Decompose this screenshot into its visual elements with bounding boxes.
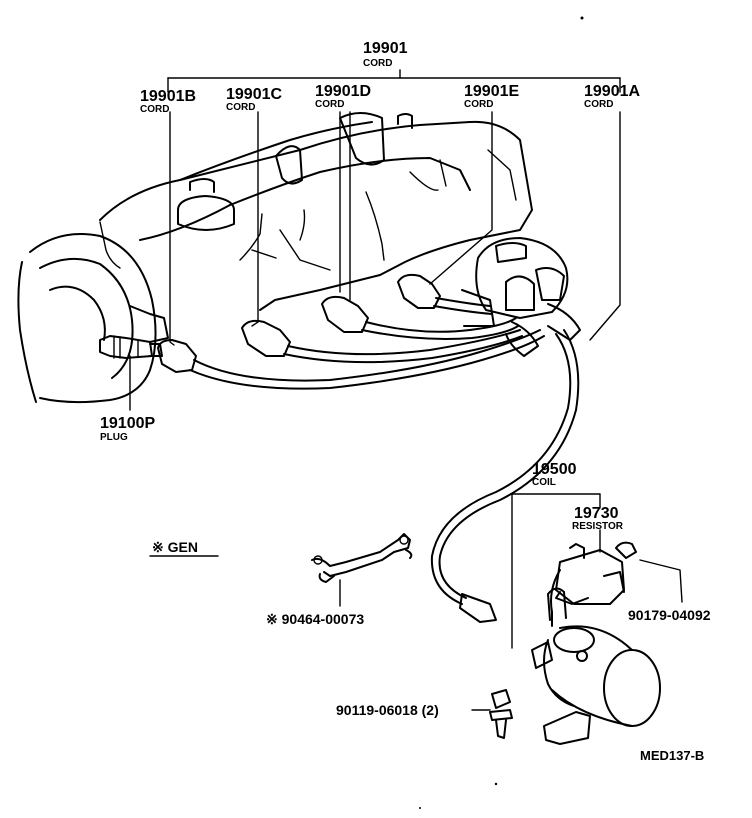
legend-gen: ※ GEN [152, 539, 198, 555]
label-19901b-number: 19901B [140, 88, 196, 105]
cord-clamp-90464 [311, 533, 413, 583]
label-19901a-name: CORD [584, 99, 613, 110]
ignition-cords [189, 297, 580, 623]
label-19901e-number: 19901E [464, 83, 519, 100]
ignition-coil-19500 [531, 587, 661, 745]
fan-shroud-illustration [17, 233, 169, 404]
label-19100p-number: 19100P [100, 415, 155, 432]
label-19901-number: 19901 [363, 40, 408, 57]
label-90179-04092: 90179-04092 [628, 607, 711, 623]
label-19901d-name: CORD [315, 99, 344, 110]
label-19500-number: 19500 [532, 461, 577, 478]
diagram-reference: MED137-B [640, 748, 704, 763]
label-90119-06018: 90119-06018 (2) [336, 702, 439, 718]
bolt-90119-06018 [489, 689, 513, 739]
label-90464-00073: ※ 90464-00073 [266, 611, 364, 627]
label-19100p-name: PLUG [100, 432, 128, 443]
resistor-19730 [550, 541, 637, 627]
label-19901-name: CORD [363, 58, 392, 69]
label-19500-name: COIL [532, 477, 556, 488]
label-19730-number: 19730 [574, 505, 619, 522]
spark-plug-19100p [99, 335, 163, 359]
label-19901b-name: CORD [140, 104, 169, 115]
label-19901a-number: 19901A [584, 83, 640, 100]
label-19901c-number: 19901C [226, 86, 282, 103]
leader-lines [129, 69, 683, 711]
label-19730-name: RESISTOR [572, 521, 624, 532]
label-19901c-name: CORD [226, 102, 255, 113]
label-19901e-name: CORD [464, 99, 493, 110]
plug-boots [157, 273, 441, 373]
engine-head-illustration [99, 112, 533, 311]
label-19901d-number: 19901D [315, 83, 371, 100]
